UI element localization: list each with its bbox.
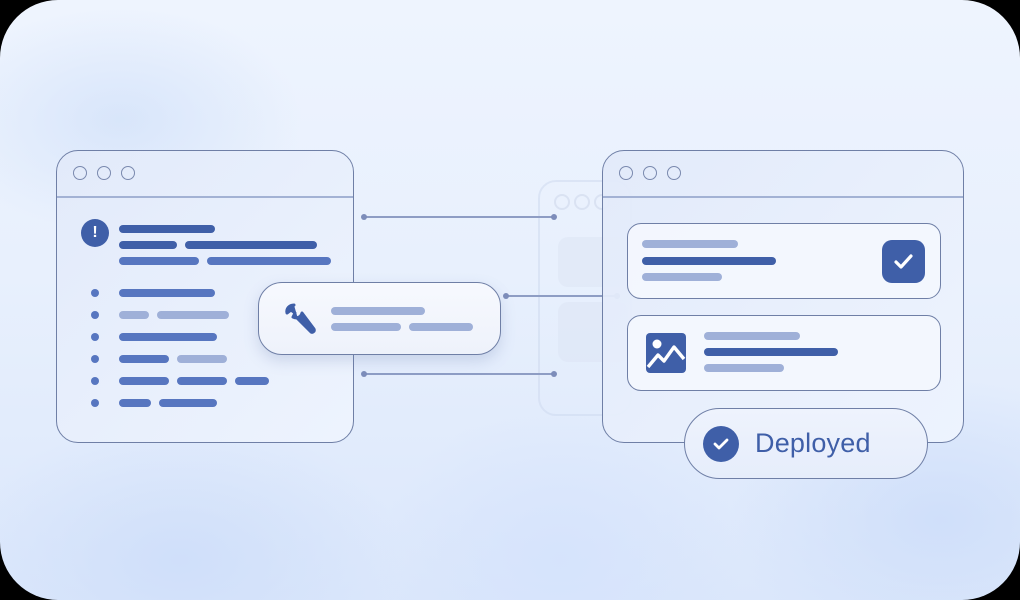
list-bullet bbox=[91, 399, 99, 407]
list-bullet bbox=[91, 355, 99, 363]
window-control-dot[interactable] bbox=[121, 166, 135, 180]
text-line bbox=[704, 364, 784, 372]
text-line bbox=[235, 377, 269, 385]
connector-node bbox=[551, 371, 557, 377]
text-line bbox=[119, 225, 215, 233]
list-bullet bbox=[91, 311, 99, 319]
text-line bbox=[119, 333, 217, 341]
list-bullet bbox=[91, 377, 99, 385]
window-control-dot[interactable] bbox=[667, 166, 681, 180]
text-line bbox=[159, 399, 217, 407]
text-line bbox=[642, 240, 738, 248]
text-line bbox=[207, 257, 331, 265]
connector-line bbox=[364, 373, 554, 375]
check-circle-icon bbox=[703, 426, 739, 462]
text-line bbox=[119, 257, 199, 265]
connector-node bbox=[361, 214, 367, 220]
ghost-dot bbox=[574, 194, 590, 210]
window-control-dot[interactable] bbox=[619, 166, 633, 180]
wrench-icon bbox=[283, 301, 319, 337]
checkbox-checked-icon[interactable] bbox=[882, 240, 925, 283]
ghost-dot bbox=[554, 194, 570, 210]
image-icon bbox=[646, 333, 686, 373]
text-line bbox=[331, 323, 401, 331]
connector-line bbox=[506, 295, 618, 297]
window-control-dot[interactable] bbox=[73, 166, 87, 180]
text-line bbox=[119, 355, 169, 363]
window-titlebar bbox=[603, 151, 963, 198]
window-control-dot[interactable] bbox=[97, 166, 111, 180]
text-line bbox=[119, 399, 151, 407]
list-bullet bbox=[91, 333, 99, 341]
exclamation-icon: ! bbox=[81, 219, 109, 247]
deployed-output-window bbox=[602, 150, 964, 443]
text-line bbox=[119, 377, 169, 385]
text-line bbox=[642, 257, 776, 265]
text-line bbox=[119, 289, 215, 297]
text-line bbox=[119, 311, 149, 319]
deployed-status-badge: Deployed bbox=[684, 408, 928, 479]
text-line bbox=[177, 355, 227, 363]
connector-line bbox=[364, 216, 554, 218]
text-line bbox=[331, 307, 425, 315]
list-bullet bbox=[91, 289, 99, 297]
text-line bbox=[409, 323, 473, 331]
text-line bbox=[704, 332, 800, 340]
repair-tool-card[interactable] bbox=[258, 282, 501, 355]
connector-node bbox=[551, 214, 557, 220]
window-titlebar bbox=[57, 151, 353, 198]
status-label: Deployed bbox=[755, 428, 871, 458]
source-code-window: ! bbox=[56, 150, 354, 443]
alert-glyph: ! bbox=[92, 224, 98, 241]
text-line bbox=[185, 241, 317, 249]
connector-node bbox=[361, 371, 367, 377]
task-card[interactable] bbox=[627, 223, 941, 299]
window-control-dot[interactable] bbox=[643, 166, 657, 180]
media-card[interactable] bbox=[627, 315, 941, 391]
text-line bbox=[157, 311, 229, 319]
text-line bbox=[642, 273, 722, 281]
text-line bbox=[704, 348, 838, 356]
text-line bbox=[119, 241, 177, 249]
text-line bbox=[177, 377, 227, 385]
connector-node bbox=[503, 293, 509, 299]
